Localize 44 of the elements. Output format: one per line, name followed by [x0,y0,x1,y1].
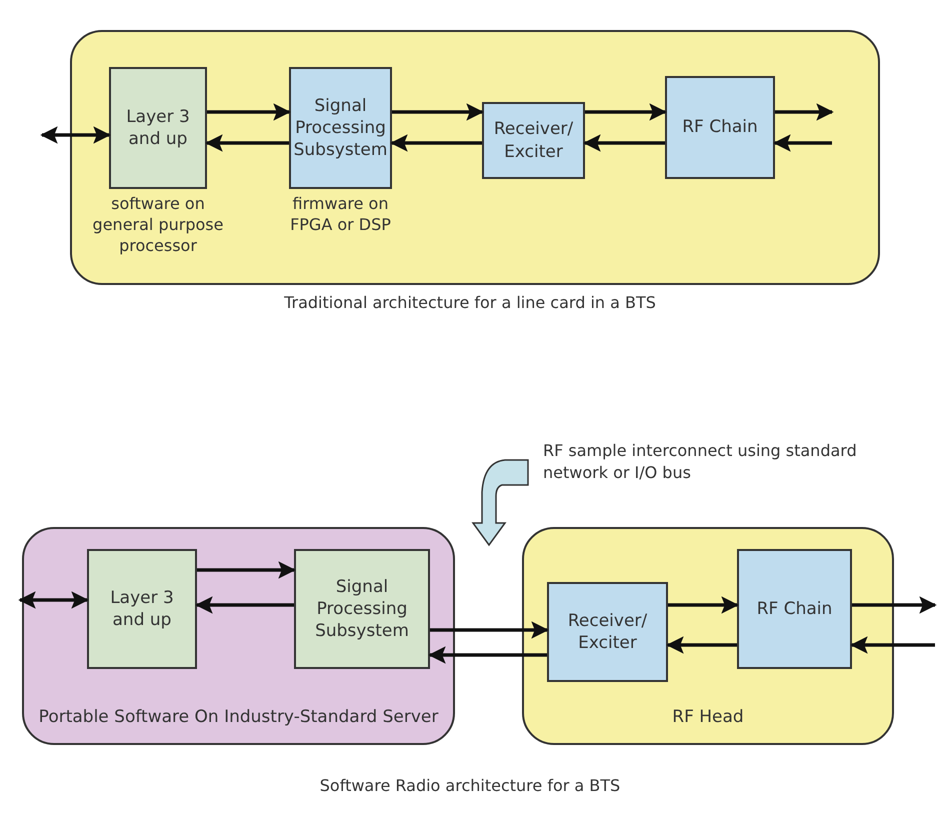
block-label: Layer 3 and up [109,586,175,632]
block-box [87,549,197,669]
panel-title: RF Head [672,706,744,730]
arrow [775,103,834,121]
block-box [294,549,430,669]
group-panel [522,527,894,745]
block-box [289,67,392,189]
block-caption: firmware on FPGA or DSP [289,194,392,236]
arrow [773,134,832,152]
arrow [207,103,291,121]
block-label: Signal Processing Subsystem [314,576,410,642]
arrow [390,134,482,152]
arrow [428,646,547,664]
arrow [430,621,549,639]
block-label: RF Chain [681,116,759,139]
caption-text: Traditional architecture for a line card in a BTS [283,292,657,314]
arrow [668,596,739,614]
panel-title: Portable Software On Industry-Standard Server [38,706,438,730]
block-caption: software on general purpose processor [92,194,224,256]
block-box [665,76,775,179]
arrow [197,561,296,579]
block-box [737,549,852,669]
group-panel [22,527,455,745]
block-label: Receiver/ Exciter [566,610,648,654]
arrow [40,126,111,144]
block-label: RF Chain [756,598,834,620]
arrow [585,103,667,121]
block-label: Signal Processing Subsystem [292,94,388,162]
group-panel [70,30,880,285]
block-label: Layer 3 and up [125,106,191,150]
arrow [392,103,484,121]
arrow [195,596,294,614]
caption-text: RF sample interconnect using standard network or I/O bus [543,440,858,484]
block-label: Receiver/ Exciter [492,118,574,163]
arrow [205,134,289,152]
block-box [109,67,207,189]
arrow [583,134,665,152]
caption-text: Software Radio architecture for a BTS [318,775,622,797]
arrow [852,596,937,614]
block-box [547,582,668,682]
arrow [666,636,737,654]
block-box [482,102,585,179]
arrow [18,591,89,609]
arrow [850,636,935,654]
